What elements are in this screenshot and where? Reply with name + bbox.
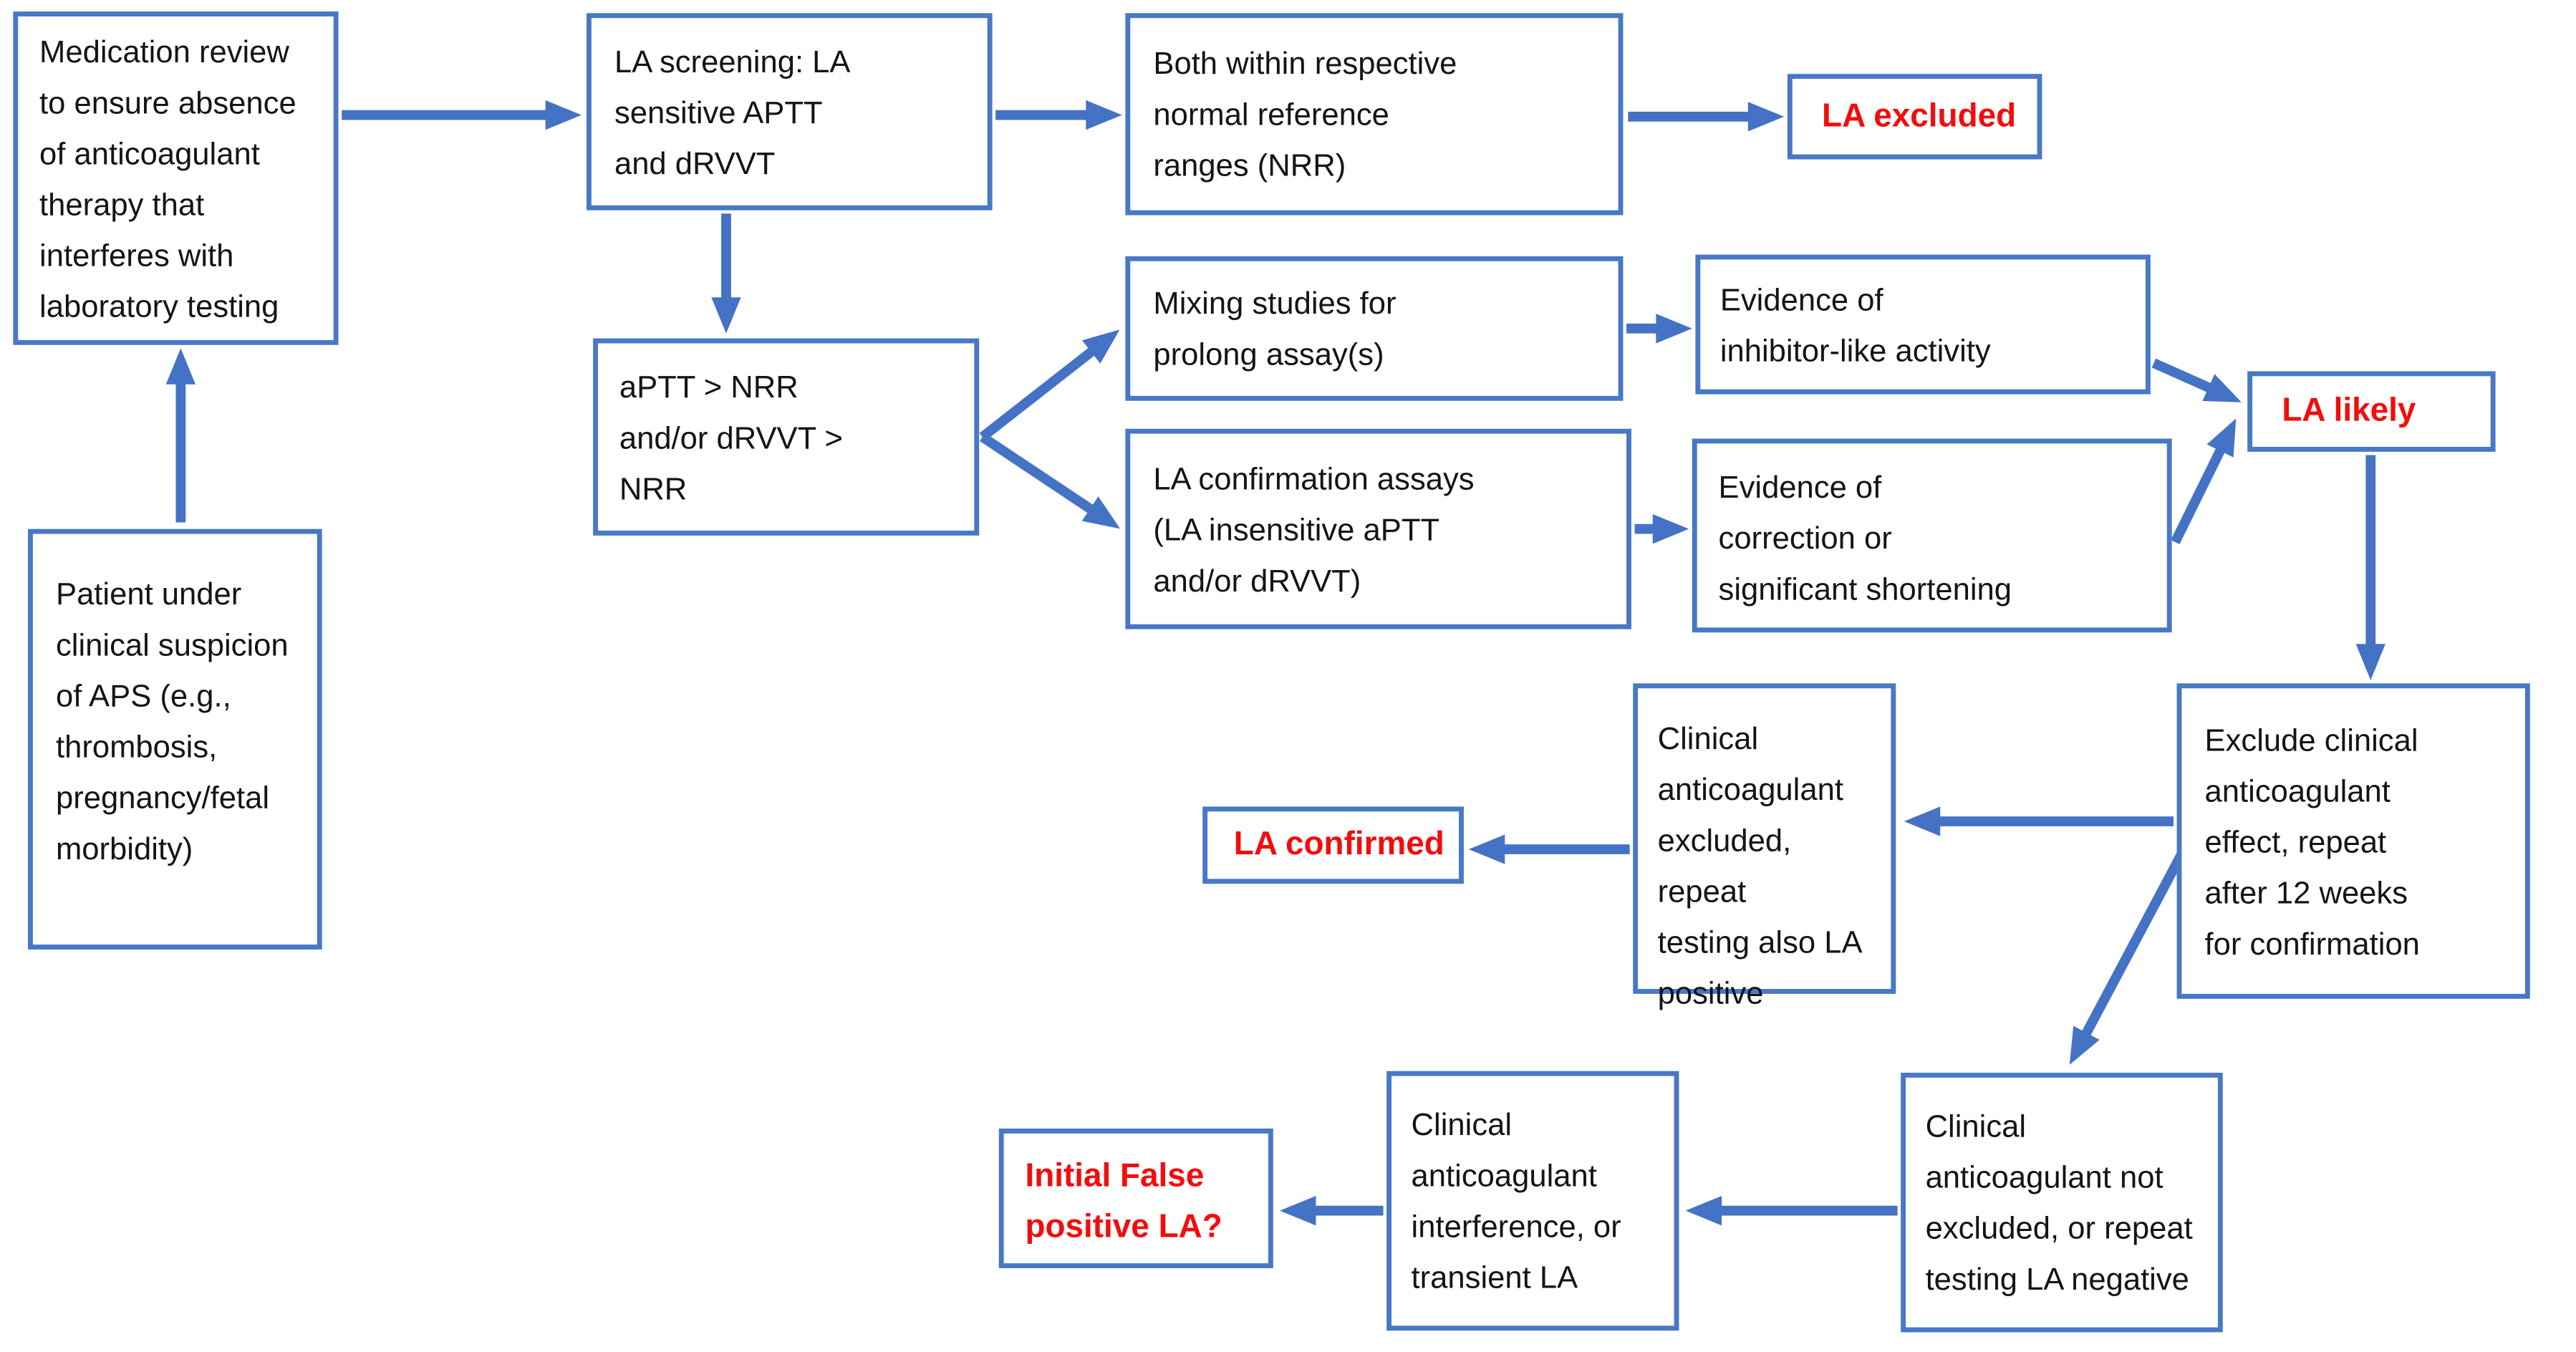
node-mixing-studies: Mixing studies for prolong assay(s): [1125, 256, 1624, 401]
arrow-exclude-to-not-excluded: [2069, 845, 2190, 1065]
arrow-correction-to-la-likely: [2171, 418, 2237, 545]
arrow-inhibitor-to-la-likely: [2151, 358, 2242, 402]
arrow-aptt-to-confirmation: [979, 433, 1121, 529]
node-anticoagulant-excluded-la-positive: Clinical anticoagulant excluded, repeat …: [1633, 683, 1896, 1012]
node-exclude-anticoagulant-effect: Exclude clinical anticoagulant effect, r…: [2176, 683, 2530, 999]
node-initial-false-positive: Initial False positive LA?: [998, 1128, 1273, 1268]
node-la-confirmation-assays: LA confirmation assays (LA insensitive a…: [1125, 428, 1631, 629]
node-evidence-correction: Evidence of correction or significant sh…: [1692, 438, 2172, 633]
node-la-likely: LA likely: [2247, 371, 2496, 452]
node-la-confirmed: LA confirmed: [1202, 806, 1464, 884]
node-medication-review: Medication review to ensure absence of a…: [13, 11, 339, 345]
node-both-within-nrr: Both within respective normal reference …: [1125, 13, 1624, 216]
node-la-screening: LA screening: LA sensitive APTT and dRVV…: [586, 13, 993, 211]
node-la-excluded: LA excluded: [1787, 74, 2042, 160]
arrow-aptt-to-mixing: [979, 329, 1120, 441]
node-anticoagulant-not-excluded: Clinical anticoagulant not excluded, or …: [1901, 1072, 2223, 1333]
node-aptt-above-nrr: aPTT > NRR and/or dRVVT > NRR: [593, 338, 980, 536]
node-patient-suspicion: Patient under clinical suspicion of APS …: [27, 528, 322, 950]
node-evidence-inhibitor: Evidence of inhibitor-like activity: [1695, 254, 2151, 395]
node-anticoagulant-interference: Clinical anticoagulant interference, or …: [1386, 1071, 1679, 1331]
